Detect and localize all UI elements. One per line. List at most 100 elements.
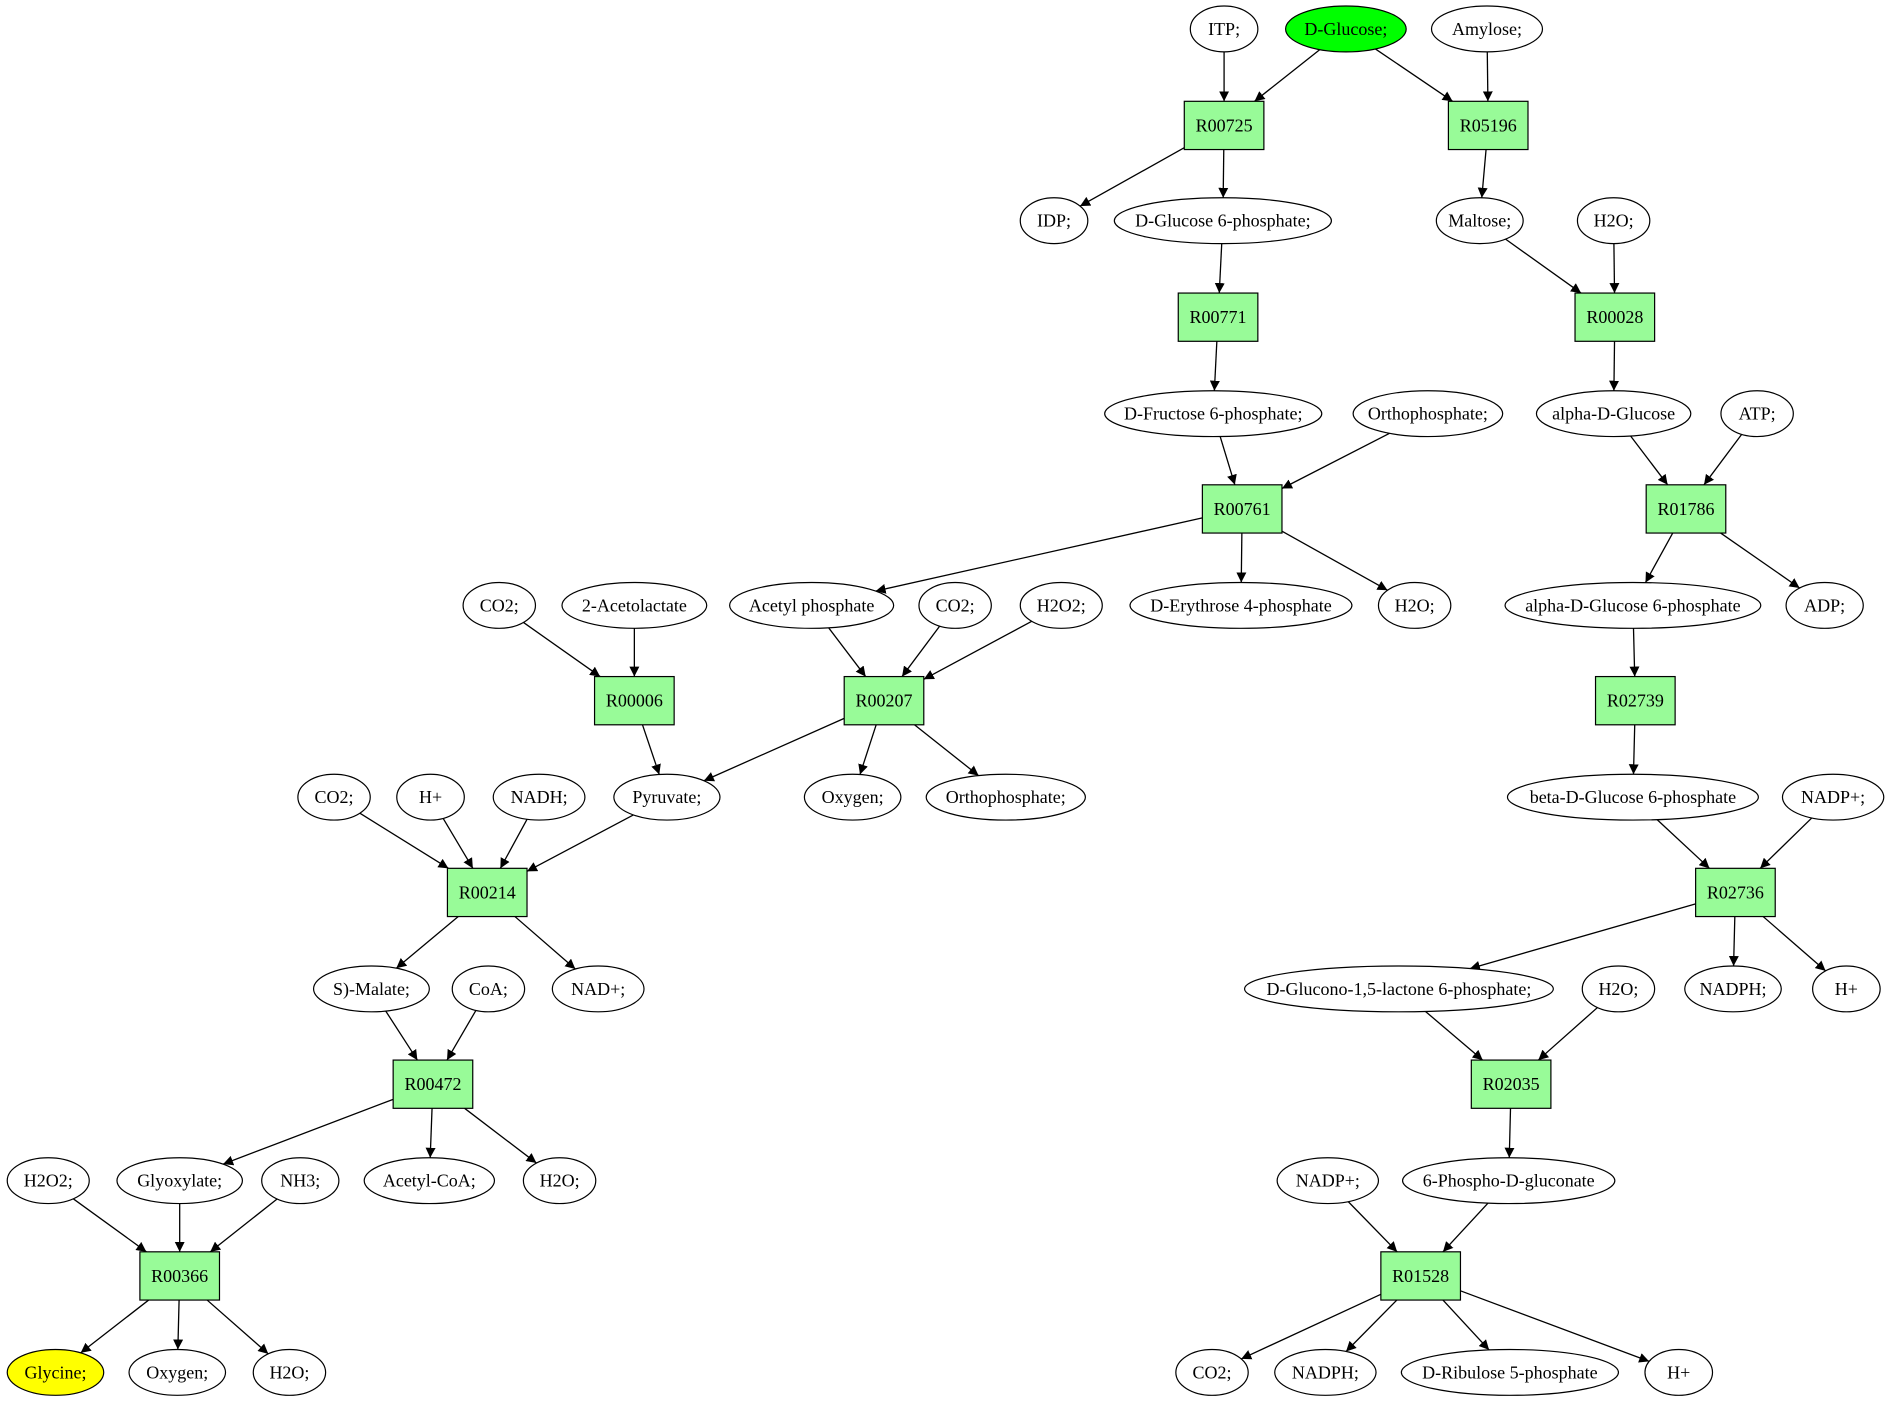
reaction-box xyxy=(1380,1251,1462,1301)
edge-arrow xyxy=(425,1108,436,1158)
reaction-label: R02739 xyxy=(1607,691,1664,711)
edge-arrow xyxy=(1236,533,1247,583)
edge-arrow xyxy=(72,1198,147,1253)
edge-arrow xyxy=(1759,817,1813,869)
edge-arrow xyxy=(173,1300,184,1350)
edge-arrow xyxy=(875,517,1203,594)
compound-node: Orthophosphate; xyxy=(925,773,1086,821)
edge-arrow xyxy=(901,625,941,677)
compound-node: Maltose; xyxy=(1435,197,1524,245)
edge-arrow xyxy=(442,818,474,869)
compound-node: NH3; xyxy=(261,1157,340,1205)
compound-ellipse xyxy=(1535,390,1692,438)
edge-arrow xyxy=(1504,1108,1515,1158)
edge-arrow xyxy=(1219,436,1237,485)
compound-node: H2O; xyxy=(252,1348,327,1396)
compound-label: D-Glucose 6-phosphate; xyxy=(1135,211,1310,231)
compound-label: NADPH; xyxy=(1292,1362,1359,1382)
compound-node: ATP; xyxy=(1720,390,1794,438)
compound-ellipse xyxy=(1243,965,1554,1013)
compound-ellipse xyxy=(1720,390,1794,438)
compound-ellipse xyxy=(462,581,537,629)
compound-ellipse xyxy=(1430,5,1544,53)
edge-arrow xyxy=(464,1107,537,1164)
compound-node: H2O2; xyxy=(6,1157,90,1205)
compound-ellipse xyxy=(396,773,465,821)
edge-arrow xyxy=(209,1198,278,1253)
compound-ellipse xyxy=(1276,1157,1380,1205)
compound-node: Amylose; xyxy=(1430,5,1544,53)
compound-node: alpha-D-Glucose 6-phosphate xyxy=(1504,581,1762,629)
reaction-label: R00207 xyxy=(855,691,912,711)
edge-arrow xyxy=(1656,819,1710,869)
compound-node: H2O; xyxy=(1581,965,1656,1013)
compound-label: Oxygen; xyxy=(146,1362,208,1382)
edge-arrow xyxy=(1703,433,1743,486)
reaction-node: R02035 xyxy=(1470,1059,1552,1109)
compound-ellipse xyxy=(128,1348,227,1396)
reaction-label: R01528 xyxy=(1392,1266,1449,1286)
compound-label: Pyruvate; xyxy=(632,787,701,807)
compound-ellipse xyxy=(1352,390,1504,438)
edge-arrow xyxy=(1537,1007,1598,1061)
reaction-label: R02736 xyxy=(1707,882,1764,902)
compound-ellipse xyxy=(6,1157,90,1205)
compound-ellipse xyxy=(1019,197,1089,245)
compound-node: NAD+; xyxy=(551,965,645,1013)
edge-arrow xyxy=(1482,51,1493,102)
compound-ellipse xyxy=(492,773,586,821)
compound-label: D-Erythrose 4-phosphate xyxy=(1150,595,1331,615)
reaction-node: R00006 xyxy=(593,675,675,726)
compound-ellipse xyxy=(729,581,895,629)
edge-arrow xyxy=(1629,628,1640,677)
compound-ellipse xyxy=(297,773,371,821)
compound-label: beta-D-Glucose 6-phosphate xyxy=(1530,787,1736,807)
edge-arrow xyxy=(395,916,459,969)
reaction-label: R02035 xyxy=(1483,1074,1540,1094)
compound-ellipse xyxy=(918,581,992,629)
compound-label: NADH; xyxy=(511,787,568,807)
compound-node: H2O; xyxy=(1576,197,1651,245)
reaction-node: R00366 xyxy=(139,1251,221,1301)
edge-arrow xyxy=(1630,435,1669,486)
compound-ellipse xyxy=(1175,1348,1249,1396)
reaction-box xyxy=(1645,484,1727,534)
edge-arrow xyxy=(222,1098,394,1166)
compound-label: Glycine; xyxy=(24,1362,86,1382)
compound-label: NADP+; xyxy=(1296,1171,1360,1191)
edge-arrow xyxy=(1218,149,1229,198)
reaction-box xyxy=(843,675,925,726)
compound-label: CO2; xyxy=(1193,1362,1232,1382)
compound-node: H+ xyxy=(1644,1348,1714,1396)
compound-ellipse xyxy=(252,1348,327,1396)
compound-ellipse xyxy=(1644,1348,1714,1396)
edge-arrow xyxy=(499,818,528,869)
compound-node: CoA; xyxy=(451,965,526,1013)
compound-node: CO2; xyxy=(297,773,371,821)
edge-arrow xyxy=(828,627,867,677)
edges-layer xyxy=(72,48,1827,1363)
compound-node: beta-D-Glucose 6-phosphate xyxy=(1506,773,1759,821)
reaction-node: R00725 xyxy=(1183,100,1265,151)
compound-node: NADP+; xyxy=(1781,773,1885,821)
compound-ellipse xyxy=(925,773,1086,821)
edge-arrow xyxy=(1762,916,1827,972)
reaction-label: R00006 xyxy=(606,691,663,711)
compound-label: CO2; xyxy=(315,787,354,807)
edge-arrow xyxy=(1728,916,1739,967)
edge-arrow xyxy=(1460,1290,1650,1363)
compound-label: H2O; xyxy=(1594,211,1634,231)
compound-ellipse xyxy=(1576,197,1651,245)
edge-arrow xyxy=(1281,530,1388,591)
compound-node: D-Glucono-1,5-lactone 6-phosphate; xyxy=(1243,965,1554,1013)
compound-label: ITP; xyxy=(1208,19,1240,39)
compound-label: Glyoxylate; xyxy=(137,1171,222,1191)
reaction-label: R00472 xyxy=(404,1074,461,1094)
compound-label: IDP; xyxy=(1037,211,1071,231)
compound-node: CO2; xyxy=(1175,1348,1249,1396)
reaction-box xyxy=(1594,675,1676,726)
compound-node: H+ xyxy=(1812,965,1881,1013)
edge-arrow xyxy=(1442,1202,1489,1253)
